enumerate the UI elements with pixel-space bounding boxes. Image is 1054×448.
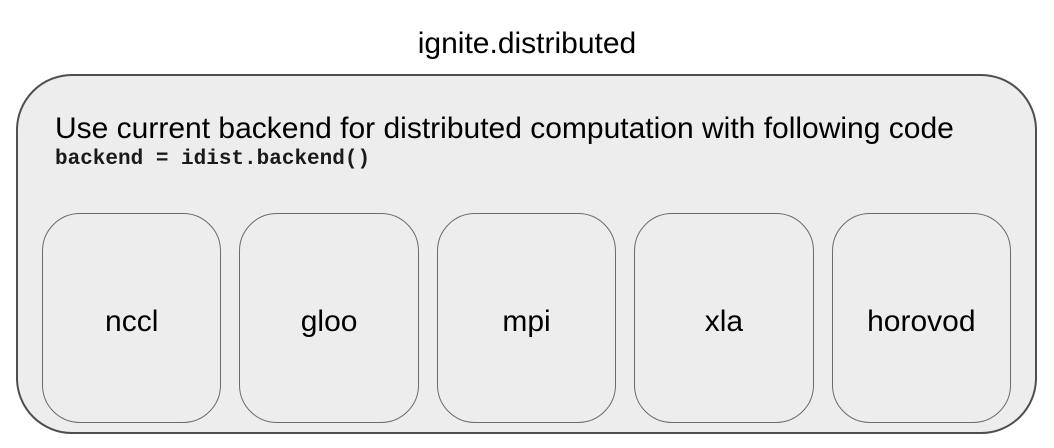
- backend-label: horovod: [867, 305, 976, 338]
- backend-label: nccl: [105, 305, 159, 338]
- backend-node-xla: xla: [634, 213, 814, 423]
- backend-label: gloo: [300, 305, 358, 338]
- backend-label: mpi: [502, 305, 551, 338]
- panel-description-text: Use current backend for distributed comp…: [55, 112, 954, 145]
- backend-node-horovod: horovod: [831, 213, 1012, 423]
- panel-code-snippet: backend = idist.backend(): [55, 148, 371, 171]
- diagram-title: ignite.distributed: [417, 27, 637, 60]
- backend-node-gloo: gloo: [239, 213, 419, 423]
- backend-node-nccl: nccl: [42, 213, 222, 423]
- backend-node-mpi: mpi: [436, 213, 617, 423]
- backend-row: nccl gloo mpi xla horovod: [42, 213, 1012, 423]
- backend-label: xla: [704, 305, 744, 338]
- ignite-distributed-panel: Use current backend for distributed comp…: [16, 74, 1037, 434]
